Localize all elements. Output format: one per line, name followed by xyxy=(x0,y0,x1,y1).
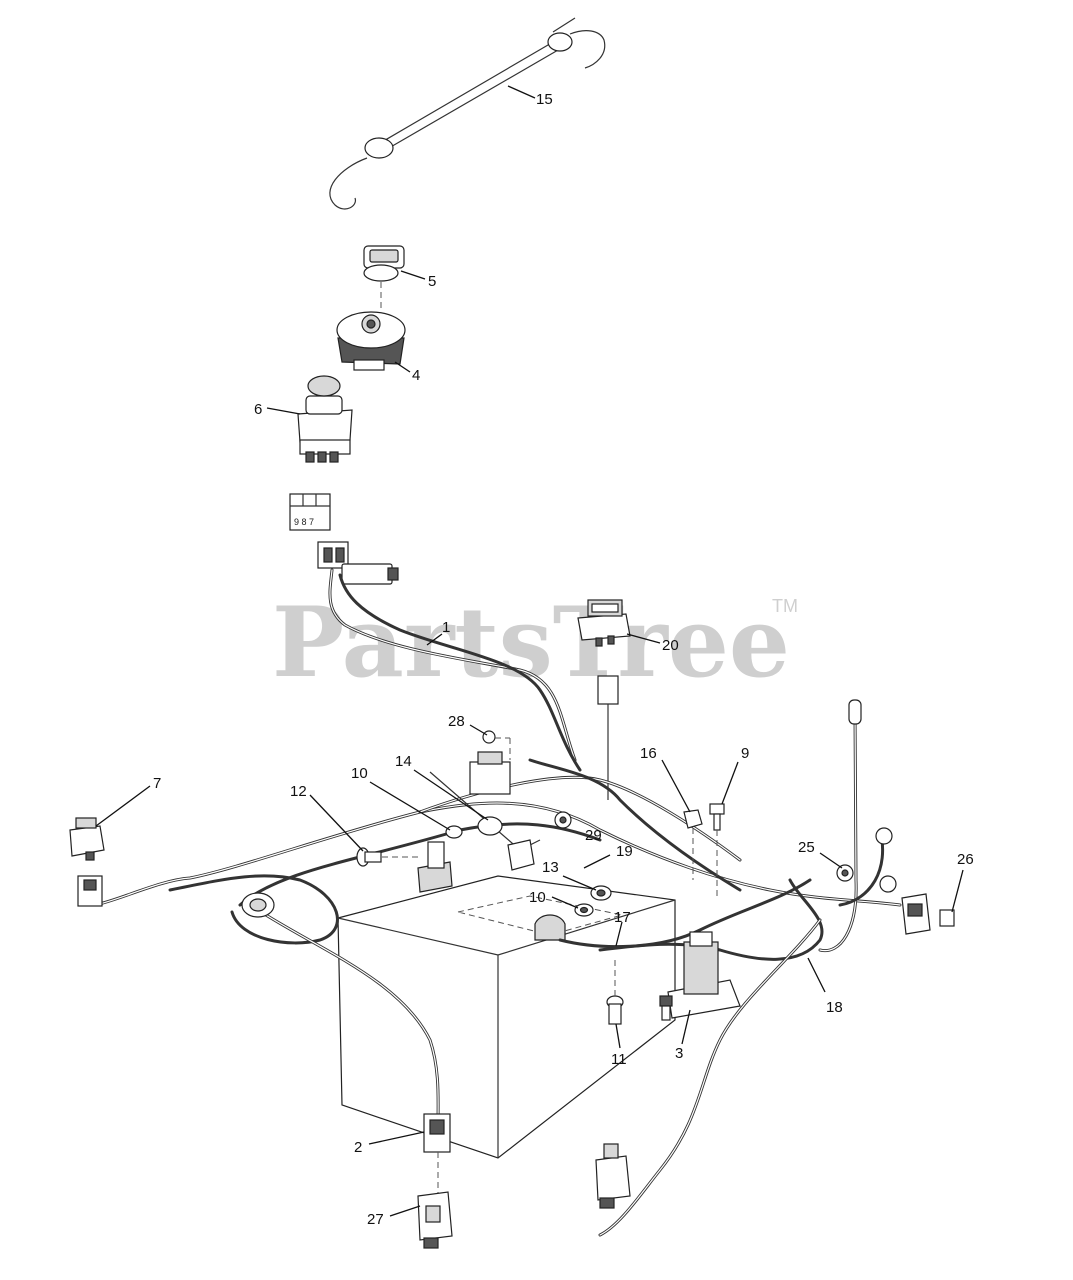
callout-14: 14 xyxy=(395,753,412,770)
callout-18: 18 xyxy=(826,999,843,1016)
callout-2: 2 xyxy=(354,1139,362,1156)
connector-small xyxy=(597,675,619,800)
callout-17: 17 xyxy=(614,909,631,926)
callout-13: 13 xyxy=(542,859,559,876)
sensor-lead xyxy=(848,699,862,725)
callout-5: 5 xyxy=(428,273,436,290)
callout-10-upper: 10 xyxy=(351,765,368,782)
callout-27: 27 xyxy=(367,1211,384,1228)
callout-12: 12 xyxy=(290,783,307,800)
callout-3: 3 xyxy=(675,1045,683,1062)
part-5-key xyxy=(363,245,405,310)
callout-10-lower: 10 xyxy=(529,889,546,906)
part-14-solenoid xyxy=(445,751,511,839)
left-connector xyxy=(77,875,103,907)
part-7-relay xyxy=(69,817,105,861)
part-2-connector xyxy=(423,1113,451,1196)
part-1-harness xyxy=(317,541,582,772)
part-16-nut xyxy=(683,809,703,880)
part-25-nut xyxy=(836,864,854,882)
part-29-nut xyxy=(554,811,572,829)
callout-29: 29 xyxy=(585,827,602,844)
connector-pin-labels: 9 8 7 xyxy=(294,517,314,527)
callout-26: 26 xyxy=(957,851,974,868)
part-4-ignition-switch xyxy=(336,311,406,371)
callout-6: 6 xyxy=(254,401,262,418)
connector-battery-top xyxy=(507,839,535,871)
leader-lines xyxy=(95,85,964,1217)
part-26-connector xyxy=(901,893,955,935)
callout-15: 15 xyxy=(536,91,553,108)
ring-terminal xyxy=(875,827,897,893)
part-15-rod xyxy=(329,17,606,210)
part-6-pto-switch xyxy=(297,375,353,463)
grommet-left xyxy=(241,892,275,918)
connector-block: 9 8 7 xyxy=(289,493,331,531)
callout-16: 16 xyxy=(640,745,657,762)
watermark-trademark: TM xyxy=(772,596,798,616)
part-27-switch xyxy=(417,1191,453,1249)
callout-19: 19 xyxy=(616,843,633,860)
part-3-starter-solenoid xyxy=(659,931,741,1021)
callout-11: 11 xyxy=(611,1051,627,1068)
callout-1: 1 xyxy=(442,619,450,636)
part-11-bolt xyxy=(606,960,624,1025)
callout-9: 9 xyxy=(741,745,749,762)
callout-7: 7 xyxy=(153,775,161,792)
part-20-hour-meter xyxy=(577,599,631,647)
part-12-bolt xyxy=(356,847,420,867)
part-10-washer-lower xyxy=(574,903,594,917)
callout-25: 25 xyxy=(798,839,815,856)
part-9-bolt xyxy=(709,803,725,900)
callout-labels: 15 5 4 6 1 20 28 16 9 7 12 10 14 29 25 2… xyxy=(153,91,974,1228)
seat-switch xyxy=(595,1143,631,1209)
callout-20: 20 xyxy=(662,637,679,654)
terminal-bracket xyxy=(417,841,453,893)
callout-28: 28 xyxy=(448,713,465,730)
callout-4: 4 xyxy=(412,367,420,384)
part-13-washer xyxy=(590,885,612,901)
